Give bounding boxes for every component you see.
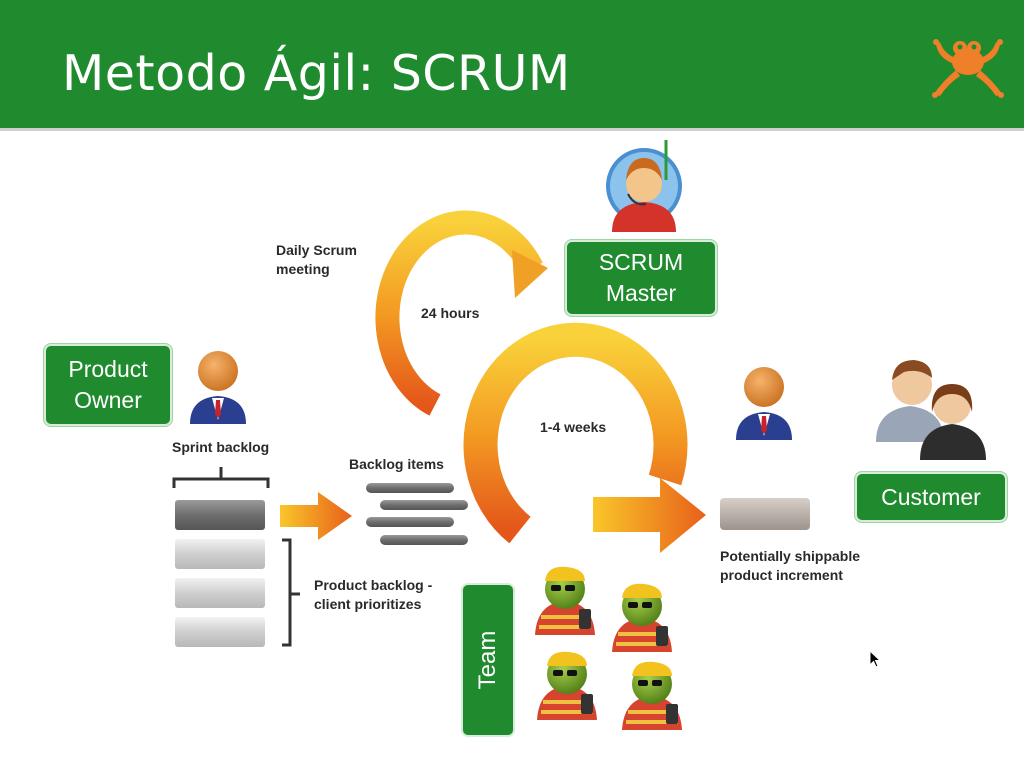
increment-line2: product increment — [720, 567, 843, 583]
stakeholder-avatar-icon — [736, 367, 792, 440]
hours-label: 24 hours — [421, 305, 480, 321]
product-owner-label-line1: Product — [68, 356, 148, 382]
increment-line1: Potentially shippable — [720, 548, 861, 564]
product-backlog-line2: client prioritizes — [314, 596, 422, 612]
frog-logo-icon — [932, 39, 1004, 98]
backlog-arrow — [280, 492, 352, 540]
team-member-icon — [622, 661, 682, 730]
team-member-icon — [537, 651, 597, 720]
product-owner-label-line2: Owner — [74, 387, 142, 413]
backlog-items-label: Backlog items — [349, 456, 444, 472]
increment-label: Potentially shippable product increment — [720, 547, 860, 585]
scrum-master-label-line1: SCRUM — [598, 249, 684, 275]
team-label: Team — [474, 630, 501, 690]
daily-scrum-line1: Daily Scrum — [276, 242, 357, 258]
sprint-backlog-label: Sprint backlog — [172, 439, 270, 455]
scrum-master-avatar-icon — [606, 140, 682, 232]
daily-cycle-arrow — [375, 210, 548, 416]
customer-label: Customer — [881, 483, 981, 510]
product-increment-block — [720, 498, 810, 530]
slide-title: Metodo Ágil: SCRUM — [62, 45, 571, 102]
sprint-cycle-arrow — [463, 322, 706, 553]
daily-scrum-label: Daily Scrum meeting — [276, 241, 357, 279]
header-divider — [0, 128, 1024, 131]
team-box: Team — [461, 583, 515, 737]
scrum-master-box: SCRUM Master — [565, 240, 717, 316]
daily-scrum-line2: meeting — [276, 261, 330, 277]
scrum-master-label-line2: Master — [605, 280, 677, 306]
team-member-icon — [612, 583, 672, 652]
product-backlog-line1: Product backlog - — [314, 577, 433, 593]
weeks-label: 1-4 weeks — [540, 419, 607, 435]
sprint-backlog-bracket — [172, 467, 270, 488]
backlog-stack — [175, 500, 265, 647]
customer-couple-icon — [876, 360, 986, 460]
customer-box: Customer — [855, 472, 1007, 522]
product-owner-box: Product Owner — [44, 344, 172, 426]
backlog-items — [366, 483, 468, 545]
product-backlog-bracket — [282, 538, 300, 647]
mouse-cursor-icon — [869, 650, 882, 668]
product-backlog-label: Product backlog - client prioritizes — [314, 576, 432, 614]
team-member-icon — [535, 566, 595, 635]
slide-header — [0, 0, 1024, 128]
product-owner-avatar-icon — [190, 351, 246, 424]
